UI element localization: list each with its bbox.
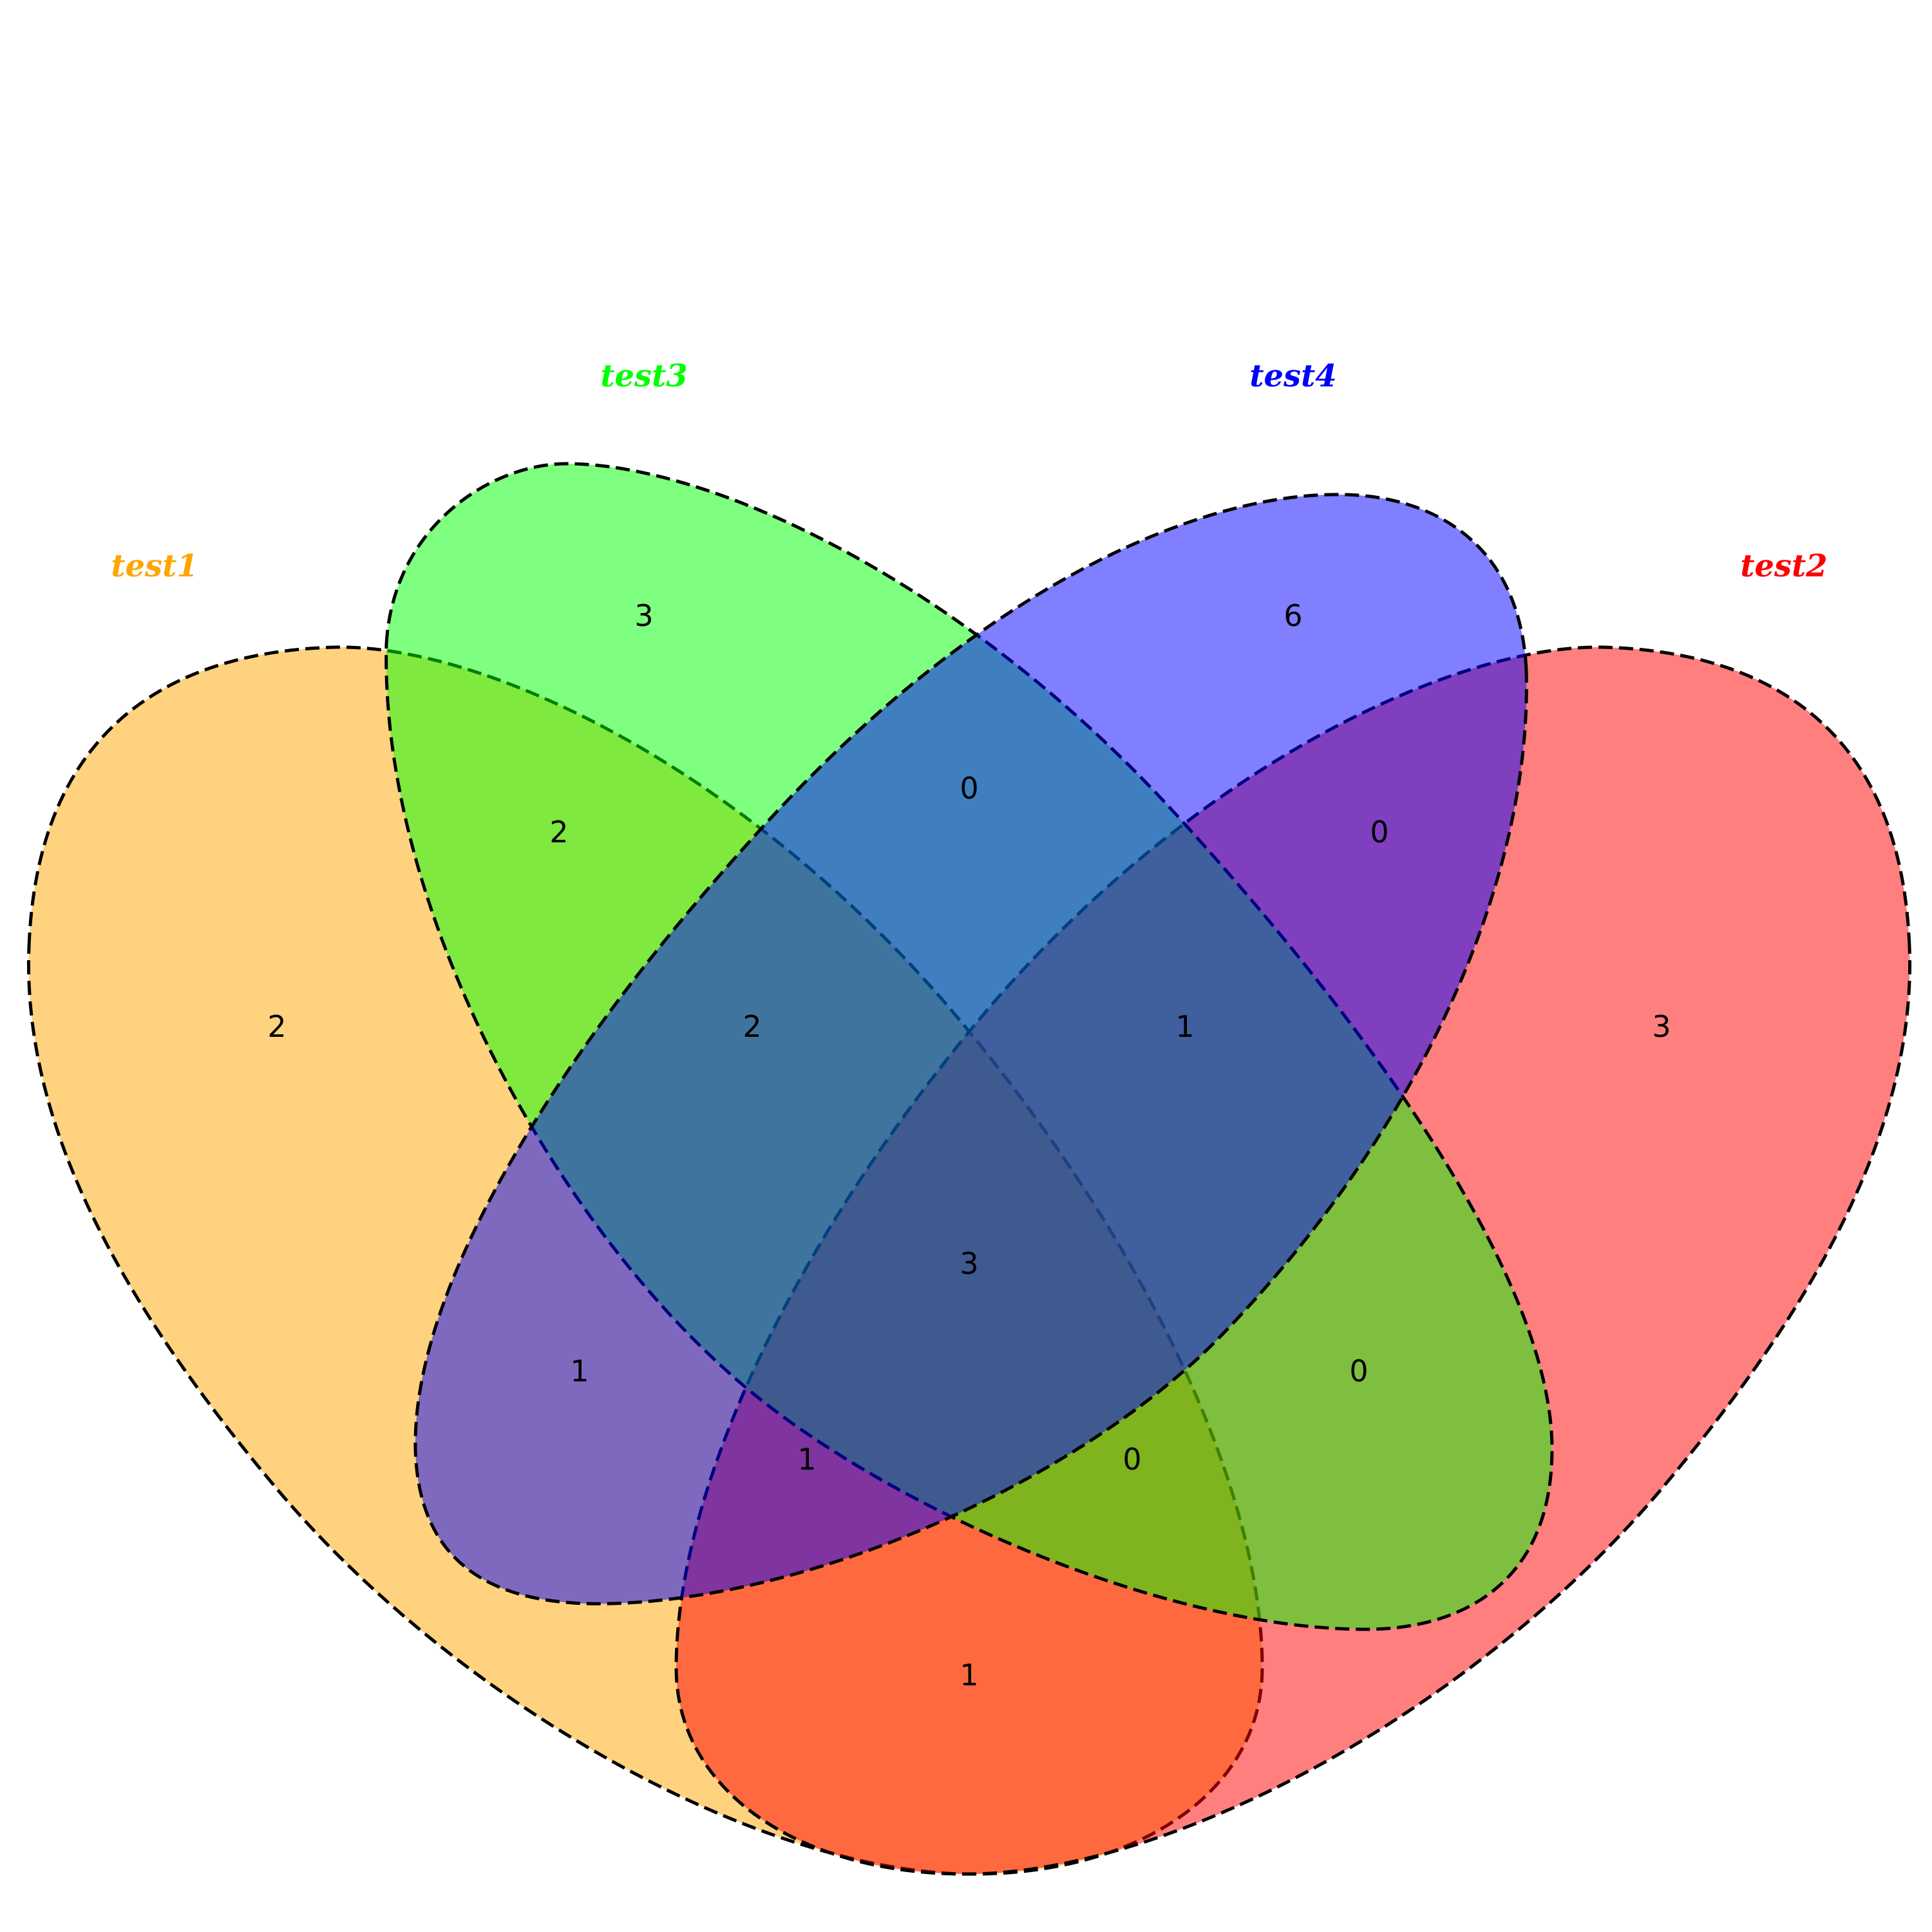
- region-count-test1-test2-test3: 0: [1122, 1442, 1141, 1477]
- region-count-test2-only: 3: [1652, 1009, 1671, 1044]
- region-count-test4-only: 6: [1283, 598, 1302, 633]
- region-count-test3-test4: 0: [960, 771, 978, 806]
- test2-label: test2: [1740, 548, 1827, 584]
- region-count-test1-test3-test4: 2: [743, 1009, 761, 1044]
- region-count-test2-test3: 0: [1349, 1354, 1368, 1388]
- test4-label: test4: [1249, 358, 1336, 394]
- region-count-test3-only: 3: [634, 598, 653, 633]
- test3-label: test3: [600, 358, 687, 394]
- test1-label: test1: [111, 548, 198, 584]
- region-count-test1-test4: 1: [570, 1354, 589, 1388]
- region-count-test1-test2: 1: [960, 1658, 978, 1692]
- test4-set-shape: [413, 493, 1528, 1605]
- region-count-test1-test2-test4: 1: [797, 1442, 816, 1477]
- region-count-test1-test3: 2: [549, 815, 568, 849]
- region-count-test2-test3-test4: 1: [1175, 1009, 1194, 1044]
- region-count-test2-test4: 0: [1370, 815, 1388, 849]
- region-count-test1-only: 2: [267, 1009, 286, 1044]
- region-count-all-four: 3: [960, 1246, 978, 1281]
